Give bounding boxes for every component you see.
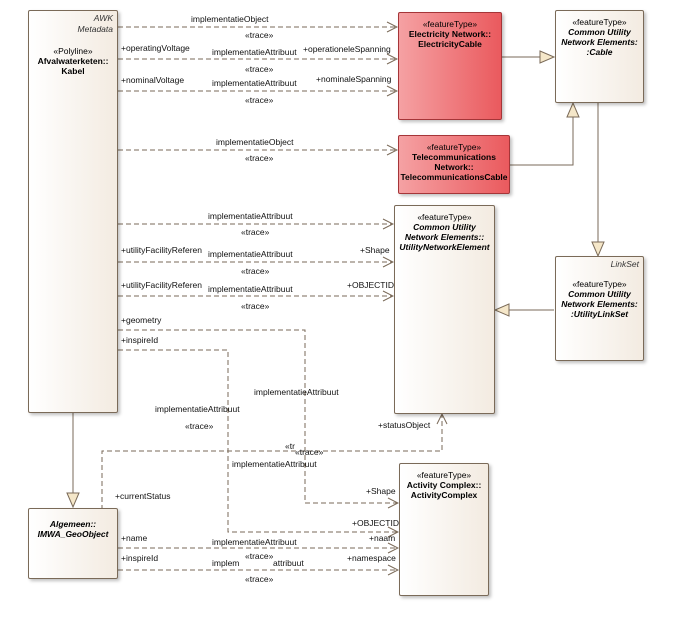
geo-object-class[interactable]: Algemeen:: IMWA_GeoObject	[28, 508, 118, 579]
cable-class[interactable]: «featureType» Common Utility Network Ele…	[555, 10, 644, 103]
linkset-tagged-value: LinkSet	[610, 259, 639, 269]
generalization-arrow-linkset	[591, 241, 605, 258]
label-utility-facility-ref-2: +utilityFacilityReferen	[121, 281, 203, 290]
label-operating-voltage: +operatingVoltage	[121, 43, 190, 53]
label-naam: +naam	[369, 533, 396, 543]
label-implementatieobject-1: implementatieObject	[191, 14, 269, 24]
telecom-cable-stereotype: «featureType»	[426, 142, 482, 152]
linkset-stereotype: «featureType»	[572, 279, 627, 289]
label-namespace: +namespace	[347, 553, 396, 563]
cable-name: Common Utility Network Elements: :Cable	[561, 27, 638, 57]
electricity-cable-class[interactable]: «featureType» Electricity Network:: Elec…	[398, 12, 502, 120]
label-implementatieattribuut-9: implementatieAttribuut	[212, 537, 297, 547]
label-trace-2: «trace»	[245, 64, 274, 74]
une-name: Common Utility Network Elements:: Utilit…	[399, 222, 490, 252]
generalization-arrow-cable-bottom	[566, 101, 580, 118]
label-trace-4: «trace»	[245, 153, 274, 163]
label-trace-6: «trace»	[241, 266, 270, 276]
label-shape-2: +Shape	[366, 486, 396, 496]
label-status-object: +statusObject	[378, 420, 431, 430]
label-shape-1: +Shape	[360, 245, 390, 255]
une-stereotype: «featureType»	[417, 212, 472, 222]
label-inspire-id-2: +inspireId	[121, 553, 159, 563]
label-trace-5: «trace»	[241, 227, 270, 237]
label-trace-10: «trace»	[245, 551, 274, 561]
trace-inspireid-activitycomplex[interactable]	[118, 349, 398, 532]
label-implementatieattribuut-8: implementatieAttribuut	[232, 459, 317, 469]
activity-complex-class[interactable]: «featureType» Activity Complex:: Activit…	[399, 463, 489, 596]
geo-object-name: Algemeen:: IMWA_GeoObject	[37, 519, 109, 539]
label-trace-1: «trace»	[245, 30, 274, 40]
kabel-name: Afvalwaterketen:: Kabel	[37, 56, 109, 76]
label-trace-7: «trace»	[241, 301, 270, 311]
label-nominal-voltage: +nominalVoltage	[121, 75, 185, 85]
label-trace-11: «trace»	[245, 574, 274, 584]
cable-stereotype: «featureType»	[572, 17, 627, 27]
generalization-arrow-cable-left	[539, 50, 556, 64]
kabel-class[interactable]: AWK Metadata «Polyline» Afvalwaterketen:…	[28, 10, 118, 413]
kabel-tagged-value: AWK Metadata	[77, 13, 113, 34]
label-nominale-spanning: +nominaleSpanning	[316, 74, 392, 84]
label-name: +name	[121, 533, 148, 543]
linkset-name: Common Utility Network Elements: :Utilit…	[561, 289, 638, 319]
label-trace-8: «trace»	[185, 421, 214, 431]
label-trace-9: «trace»	[295, 447, 324, 457]
activity-complex-name: Activity Complex:: ActivityComplex	[406, 480, 482, 500]
label-geometry: +geometry	[121, 315, 162, 325]
electricity-cable-name: Electricity Network:: ElectricityCable	[408, 29, 492, 49]
kabel-stereotype: «Polyline»	[53, 46, 93, 56]
label-implementatieattribuut-4: implementatieAttribuut	[208, 249, 293, 259]
label-current-status: +currentStatus	[115, 491, 171, 501]
label-objectid-1: +OBJECTID	[347, 280, 394, 290]
label-implementatieattribuut-5: implementatieAttribuut	[208, 284, 293, 294]
generalization-arrow-une	[493, 303, 510, 317]
label-operationele-spanning: +operationeleSpanning	[303, 44, 391, 54]
trace-geoobject-une[interactable]	[101, 414, 442, 510]
label-objectid-2: +OBJECTID	[352, 518, 399, 528]
label-implem-partial: implem	[212, 558, 240, 568]
label-implementatieattribuut-3: implementatieAttribuut	[208, 211, 293, 221]
utility-network-element-class[interactable]: «featureType» Common Utility Network Ele…	[394, 205, 495, 414]
telecom-cable-name: Telecommunications Network:: Telecommuni…	[400, 152, 508, 182]
label-implementatieattribuut-6: implementatieAttribuut	[254, 387, 339, 397]
generalization-arrow-geoobject	[66, 492, 80, 509]
generalization-telecomcable-cable[interactable]	[510, 117, 574, 166]
activity-complex-stereotype: «featureType»	[416, 470, 472, 480]
label-implementatieobject-2: implementatieObject	[216, 137, 294, 147]
utility-link-set-class[interactable]: LinkSet «featureType» Common Utility Net…	[555, 256, 644, 361]
label-utility-facility-ref-1: +utilityFacilityReferen	[121, 246, 203, 255]
trace-geometry-activitycomplex[interactable]	[118, 329, 398, 503]
label-trace-partial: «tr	[285, 441, 295, 451]
label-inspire-id-1: +inspireId	[121, 335, 159, 345]
label-implementatieattribuut-2: implementatieAttribuut	[212, 78, 297, 88]
telecom-cable-class[interactable]: «featureType» Telecommunications Network…	[398, 135, 510, 194]
label-trace-3: «trace»	[245, 95, 274, 105]
label-implementatieattribuut-7: implementatieAttribuut	[155, 404, 240, 414]
electricity-cable-stereotype: «featureType»	[422, 19, 478, 29]
label-implementatieattribuut-1: implementatieAttribuut	[212, 47, 297, 57]
label-attribuut-partial: attribuut	[273, 558, 304, 568]
